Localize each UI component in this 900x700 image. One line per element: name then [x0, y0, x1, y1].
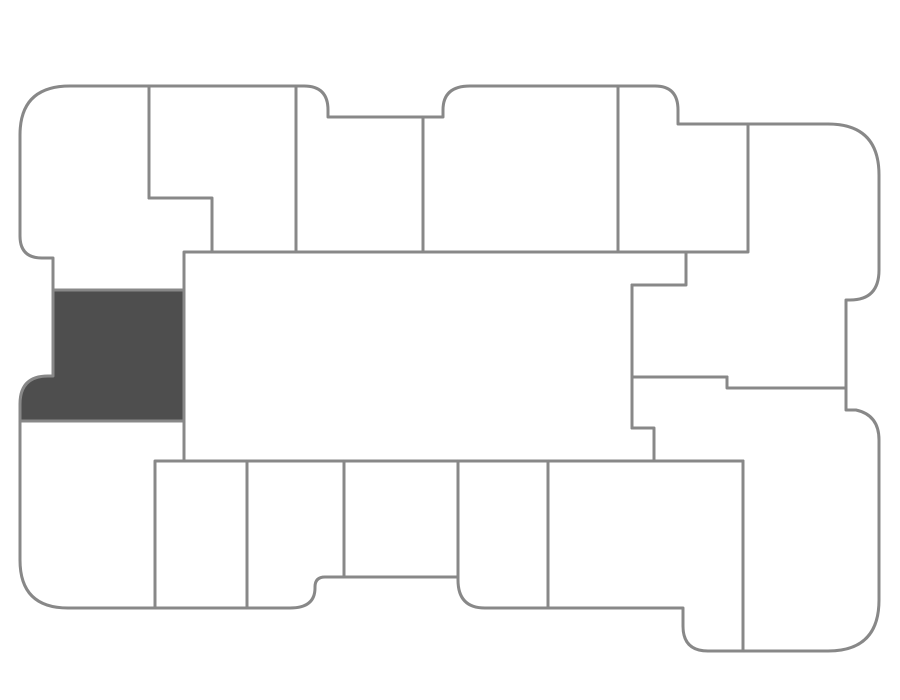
unit-south-4[interactable] [456, 459, 550, 610]
unit-west-1[interactable] [18, 288, 186, 423]
unit-north-2[interactable] [294, 84, 425, 254]
unit-se-corner[interactable] [546, 459, 745, 653]
unit-north-4[interactable] [616, 84, 750, 254]
courtyard [182, 250, 688, 463]
unit-east-1[interactable] [630, 375, 881, 653]
unit-south-1[interactable] [153, 459, 249, 610]
unit-north-3[interactable] [421, 84, 620, 254]
unit-south-3[interactable] [342, 459, 460, 579]
unit-sw-corner[interactable] [18, 419, 186, 610]
unit-south-2[interactable] [245, 459, 346, 610]
unit-nw-corner[interactable] [18, 84, 214, 292]
